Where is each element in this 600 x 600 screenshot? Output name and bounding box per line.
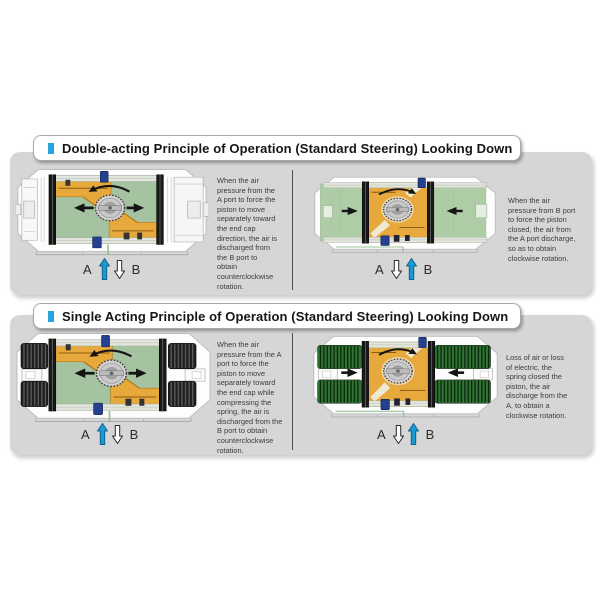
port-b-arrow-icon [111,424,123,444]
description-double-acting-closed: When the air pressure from B port to for… [508,196,576,263]
diagram-double-acting-closed [314,176,496,253]
description-double-acting-open: When the air pressure from the A port to… [217,176,277,291]
port-a-label: A [377,426,386,442]
port-b-label: B [425,426,435,442]
port-a-label: A [375,261,384,277]
header-single-acting: Single Acting Principle of Operation (St… [33,303,521,329]
ports-single-acting-open: A B [81,423,138,445]
diagram-double-acting-open [15,169,209,256]
port-a-label: A [83,261,92,277]
port-a-arrow-icon [392,424,404,444]
port-b-label: B [131,261,141,277]
section-title-double-acting: Double-acting Principle of Operation (St… [62,140,513,156]
port-a-arrow-icon [96,423,108,445]
port-b-label: B [129,426,139,442]
ports-double-acting-closed: A B [375,258,432,280]
port-a-arrow-icon [390,259,402,279]
ports-single-acting-closed: A B [377,423,434,445]
port-a-label: A [81,426,90,442]
diagram-single-acting-closed [313,336,498,418]
description-single-acting-closed: Loss of air or loss of electric, the spr… [506,353,568,420]
port-b-arrow-icon [405,258,417,280]
divider [292,333,293,450]
description-single-acting-open: When the air pressure from the A port to… [217,340,283,455]
bullet-icon [48,142,54,154]
port-a-arrow-icon [98,258,110,280]
ports-double-acting-open: A B [83,258,140,280]
divider [292,170,293,290]
bullet-icon [48,310,54,322]
port-b-label: B [423,261,433,277]
port-b-arrow-icon [113,259,125,279]
port-b-arrow-icon [407,423,419,445]
header-double-acting: Double-acting Principle of Operation (St… [33,135,521,161]
diagram-single-acting-open [16,333,211,422]
section-title-single-acting: Single Acting Principle of Operation (St… [62,308,509,324]
